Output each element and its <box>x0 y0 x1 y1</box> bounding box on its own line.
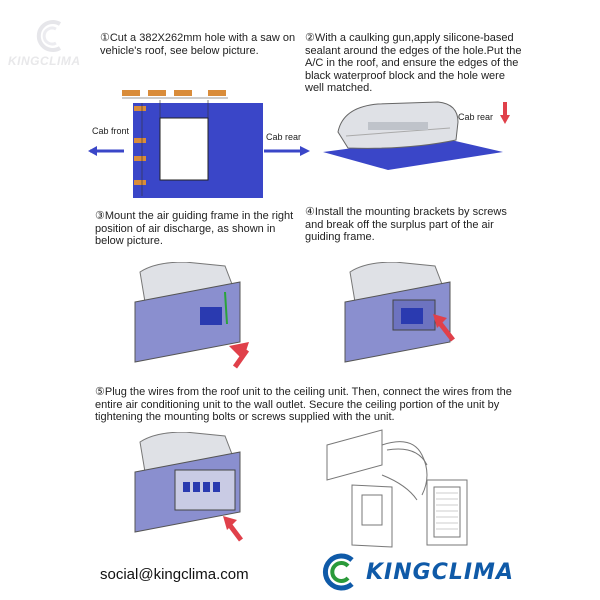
contact-email: social@kingclima.com <box>100 566 249 583</box>
roof-cut-diagram: Cab front Cab rear <box>88 88 313 208</box>
mounting-bracket-diagram <box>335 261 475 372</box>
brand-logo: KINGCLIMA <box>318 552 538 592</box>
watermark-logo-icon <box>36 20 62 52</box>
watermark-text: KINGCLIMA <box>8 54 81 68</box>
wiring-line-drawing <box>326 429 468 548</box>
ceiling-unit-drawing <box>134 431 243 542</box>
cab-rear-label: Cab rear <box>266 132 302 142</box>
cab-rear-label-2: Cab rear <box>458 112 494 122</box>
ac-on-roof-drawing <box>323 101 503 170</box>
step-1-text: ①Cut a 382X262mm hole with a saw on vehi… <box>100 32 296 57</box>
watermark-logo: KINGCLIMA <box>8 18 98 70</box>
down-arrow-icon <box>500 102 510 124</box>
cab-front-label: Cab front <box>92 126 130 136</box>
ceiling-unit-diagram <box>125 431 265 542</box>
mounting-bracket-drawing <box>344 261 455 363</box>
air-guiding-frame-drawing <box>134 261 250 369</box>
air-guiding-frame-diagram <box>125 261 265 372</box>
brand-logo-icon <box>322 553 354 591</box>
step-2-text: ②With a caulking gun,apply silicone-base… <box>305 32 522 94</box>
ac-on-roof-diagram: Cab rear <box>318 92 518 172</box>
step-3-text: ③Mount the air guiding frame in the righ… <box>95 210 294 247</box>
roof-cut-drawing <box>88 90 310 198</box>
step-5-text: ⑤Plug the wires from the roof unit to th… <box>95 386 512 423</box>
brand-name: KINGCLIMA <box>366 560 514 585</box>
wiring-line-diagram <box>322 425 472 550</box>
step-4-text: ④Install the mounting brackets by screws… <box>305 206 507 243</box>
